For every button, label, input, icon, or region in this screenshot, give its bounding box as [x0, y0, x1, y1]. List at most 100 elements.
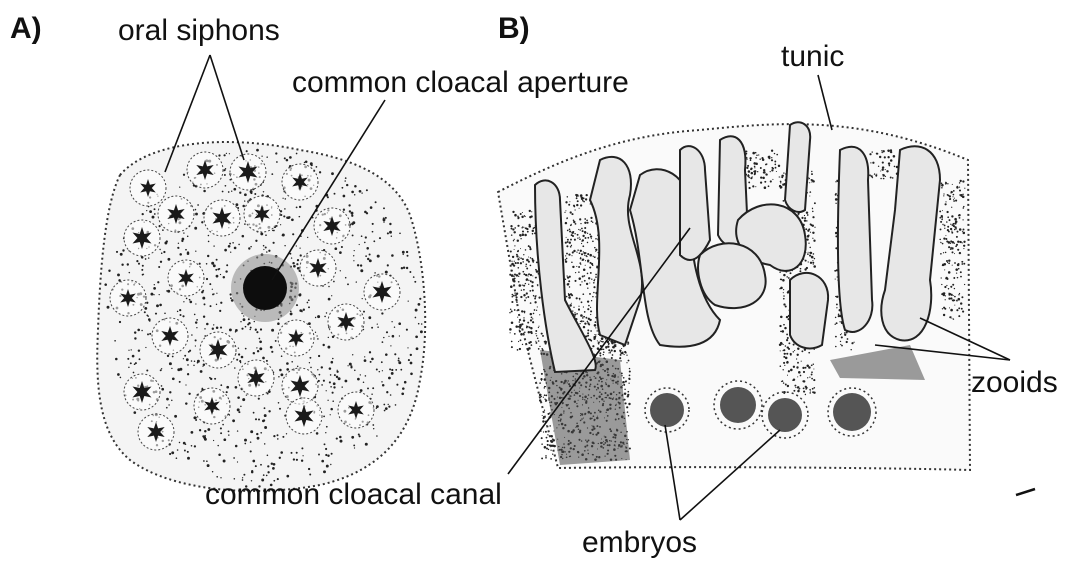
- stipple-dot: [583, 316, 584, 317]
- stipple-dot: [359, 244, 360, 245]
- stipple-dot: [208, 235, 210, 237]
- stipple-dot: [388, 406, 390, 408]
- stipple-dot: [793, 378, 795, 380]
- stipple-dot: [534, 301, 536, 303]
- stipple-dot: [955, 200, 957, 202]
- stipple-dot: [810, 232, 811, 233]
- stipple-dot: [783, 175, 784, 176]
- stipple-dot: [383, 217, 385, 219]
- stipple-dot: [549, 425, 551, 427]
- stipple-dot: [943, 237, 945, 239]
- stipple-dot: [570, 293, 572, 295]
- label-oral-siphons: oral siphons: [118, 16, 280, 46]
- stipple-dot: [399, 335, 400, 336]
- stipple-dot: [543, 397, 544, 398]
- stipple-dot: [885, 169, 886, 170]
- stipple-dot: [941, 219, 943, 221]
- stipple-dot: [797, 386, 800, 389]
- stipple-dot: [578, 271, 580, 273]
- stipple-dot: [854, 342, 855, 343]
- stipple-dot: [546, 437, 548, 439]
- stipple-dot: [280, 451, 283, 454]
- stipple-dot: [595, 296, 596, 297]
- stipple-dot: [388, 336, 389, 337]
- stipple-dot: [758, 154, 759, 155]
- stipple-dot: [838, 315, 840, 317]
- stipple-dot: [958, 214, 960, 216]
- stipple-dot: [547, 444, 549, 446]
- stipple-dot: [591, 300, 592, 301]
- stipple-dot: [523, 311, 525, 313]
- stipple-dot: [780, 331, 782, 333]
- stipple-dot: [169, 362, 172, 365]
- stipple-dot: [525, 263, 527, 265]
- stipple-dot: [366, 189, 368, 191]
- stipple-dot: [159, 304, 162, 307]
- stipple-dot: [943, 193, 944, 194]
- stipple-dot: [376, 369, 378, 371]
- stipple-dot: [565, 210, 566, 211]
- stipple-dot: [155, 313, 157, 315]
- stipple-dot: [840, 334, 841, 335]
- stipple-dot: [538, 326, 539, 327]
- stipple-dot: [518, 250, 519, 251]
- stipple-dot: [268, 410, 270, 412]
- stipple-dot: [256, 331, 258, 333]
- stipple-dot: [803, 391, 805, 393]
- stipple-dot: [525, 297, 526, 298]
- stipple-dot: [946, 285, 947, 286]
- stipple-dot: [783, 362, 785, 364]
- stipple-dot: [539, 382, 541, 384]
- stipple-dot: [361, 192, 362, 193]
- stipple-dot: [583, 268, 586, 271]
- stipple-dot: [595, 334, 596, 335]
- stipple-dot: [587, 300, 589, 302]
- stipple-dot: [279, 408, 281, 410]
- stipple-dot: [385, 217, 387, 219]
- stipple-dot: [945, 238, 947, 240]
- stipple-dot: [951, 207, 952, 208]
- stipple-dot: [949, 219, 951, 221]
- stipple-dot: [536, 335, 537, 336]
- stipple-dot: [413, 276, 415, 278]
- stipple-dot: [570, 211, 572, 213]
- stipple-dot: [813, 253, 815, 255]
- stipple-dot: [305, 160, 308, 163]
- stipple-dot: [212, 293, 214, 295]
- stipple-dot: [121, 264, 123, 266]
- stipple-dot: [513, 240, 514, 241]
- stipple-dot: [330, 386, 332, 388]
- stipple-dot: [185, 443, 187, 445]
- stipple-dot: [328, 298, 331, 301]
- stipple-dot: [567, 239, 569, 241]
- stipple-dot: [410, 354, 412, 356]
- stipple-dot: [577, 249, 579, 251]
- stipple-dot: [958, 294, 959, 295]
- stipple-dot: [596, 265, 597, 266]
- stipple-dot: [805, 260, 807, 262]
- stipple-dot: [545, 395, 547, 397]
- stipple-dot: [578, 306, 579, 307]
- stipple-dot: [808, 252, 809, 253]
- stipple-dot: [146, 210, 147, 211]
- stipple-dot: [579, 278, 581, 280]
- stipple-dot: [354, 185, 357, 188]
- stipple-dot: [893, 155, 896, 158]
- stipple-dot: [948, 294, 950, 296]
- stipple-dot: [581, 253, 583, 255]
- stipple-dot: [547, 440, 549, 442]
- stipple-dot: [384, 410, 386, 412]
- stipple-dot: [584, 231, 586, 233]
- stipple-dot: [953, 190, 955, 192]
- stipple-dot: [523, 227, 524, 228]
- stipple-dot: [363, 381, 365, 383]
- stipple-dot: [530, 281, 532, 283]
- stipple-dot: [265, 246, 267, 248]
- stipple-dot: [943, 314, 945, 316]
- stipple-dot: [511, 301, 513, 303]
- stipple-dot: [957, 249, 959, 251]
- stipple-dot: [954, 296, 956, 298]
- stipple-dot: [530, 319, 532, 321]
- stipple-dot: [888, 165, 890, 167]
- stipple-dot: [879, 156, 881, 158]
